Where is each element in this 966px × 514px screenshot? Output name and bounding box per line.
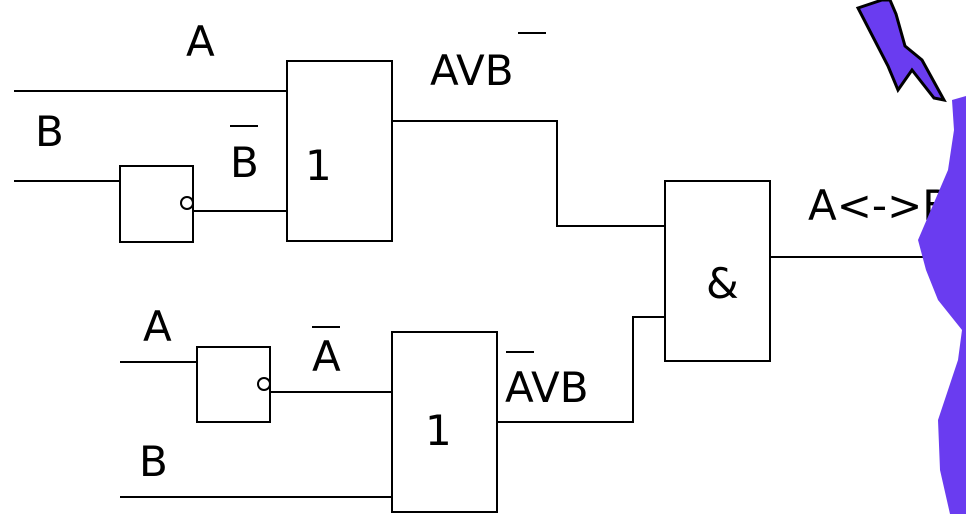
label-b-top: B [35,107,64,156]
lightning-bolt-top-icon [855,0,947,103]
label-top-or-output: AVB [430,46,514,95]
lightning-bolt-icon [855,0,966,514]
lightning-stripe-icon [918,96,966,514]
label-a-bottom: A [143,302,172,351]
not-bubble-top [180,196,194,210]
or-gate-bottom-symbol: 1 [425,406,452,455]
wire-top-or-to-and [392,120,665,227]
or-gate-bottom [391,331,498,513]
not-bubble-bottom [257,377,271,391]
and-gate-symbol: & [706,259,739,308]
label-a-top: A [186,17,215,66]
and-gate [664,180,771,362]
or-gate-top [286,60,393,242]
wire-bottom-or-to-and [497,316,665,423]
label-b-bottom: B [139,437,168,486]
label-bottom-or-output: AVB [505,363,589,412]
label-b-negated-top: B [230,138,259,187]
label-a-negated-bottom: A [312,332,341,381]
or-gate-top-symbol: 1 [305,141,332,190]
